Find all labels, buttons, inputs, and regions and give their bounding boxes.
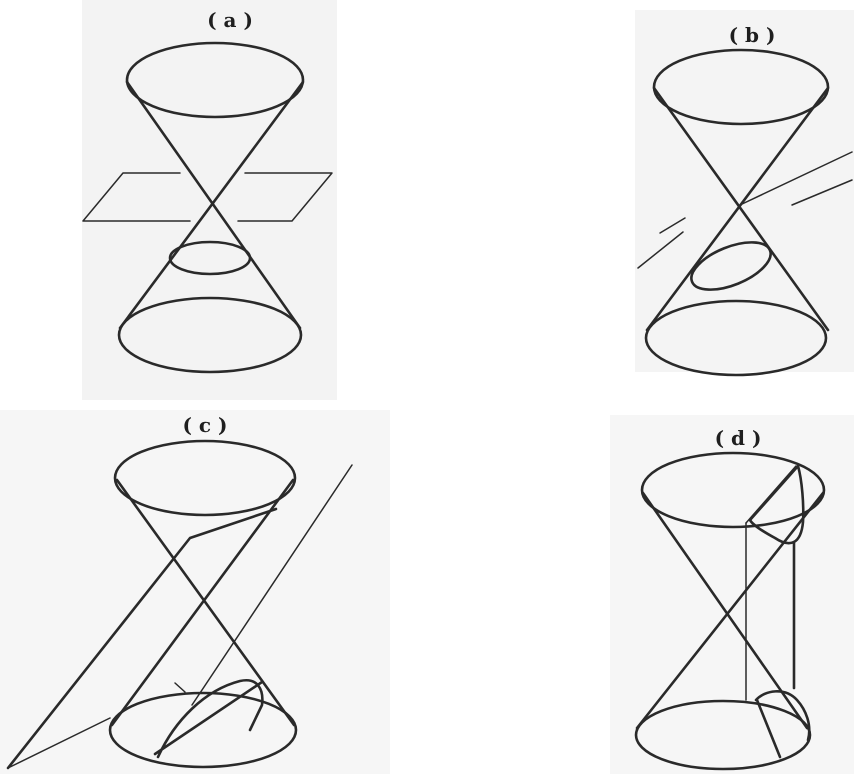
cone-b-bottom-rim	[644, 299, 828, 377]
cone-c-top-rim	[113, 439, 297, 517]
scan-background-d	[610, 415, 854, 774]
double-cone-a	[117, 41, 305, 374]
cutting-plane-a	[82, 172, 333, 222]
section-hyperbola-upper	[748, 464, 805, 545]
plane-a-front-edge	[237, 172, 333, 222]
cutting-plane-b	[637, 151, 853, 269]
panel-d: ( d )	[634, 426, 826, 771]
cone-b-generator-left	[652, 86, 830, 332]
section-parabola-c	[153, 678, 264, 759]
cone-d-top-rim	[640, 451, 826, 529]
plane-b-front-edge	[637, 151, 853, 269]
cone-a-generator-right	[118, 80, 305, 330]
cone-d-generator-left	[641, 491, 809, 730]
cone-b-generator-right	[645, 86, 830, 332]
panel-d-label: ( d )	[715, 426, 762, 450]
panel-b-label: ( b )	[729, 23, 776, 47]
panel-a-label: ( a )	[207, 8, 253, 32]
plane-c-inner-edge	[6, 507, 278, 770]
section-circle-a	[168, 240, 252, 276]
cone-c-bottom-rim	[108, 691, 298, 769]
scan-background-b	[635, 10, 854, 372]
plane-a-back-edge	[82, 172, 191, 222]
double-cone-d	[634, 451, 826, 771]
panel-b: ( b )	[637, 23, 853, 377]
plane-b-back-edge	[791, 179, 853, 206]
section-ellipse-b	[690, 241, 772, 291]
cone-c-generator-left	[115, 478, 296, 727]
plane-c-lower-edge	[7, 717, 111, 769]
scan-background-c	[0, 410, 390, 774]
cone-c-generator-right	[110, 478, 295, 727]
panel-c: ( c )	[6, 413, 353, 770]
cutting-plane-c	[6, 464, 353, 770]
plane-b-side-edge	[659, 217, 686, 234]
panel-c-label: ( c )	[182, 413, 227, 437]
plane-c-outer-edge	[191, 464, 353, 706]
cone-d-generator-right	[635, 491, 825, 730]
cone-a-bottom-rim	[117, 296, 303, 374]
cone-a-generator-left	[125, 80, 302, 330]
cone-a-top-rim	[125, 41, 305, 119]
plane-c-step	[174, 682, 186, 693]
section-hyperbola-lower	[754, 690, 811, 759]
double-cone-c	[108, 439, 298, 769]
double-cone-b	[644, 48, 830, 377]
panel-a: ( a )	[82, 8, 333, 374]
